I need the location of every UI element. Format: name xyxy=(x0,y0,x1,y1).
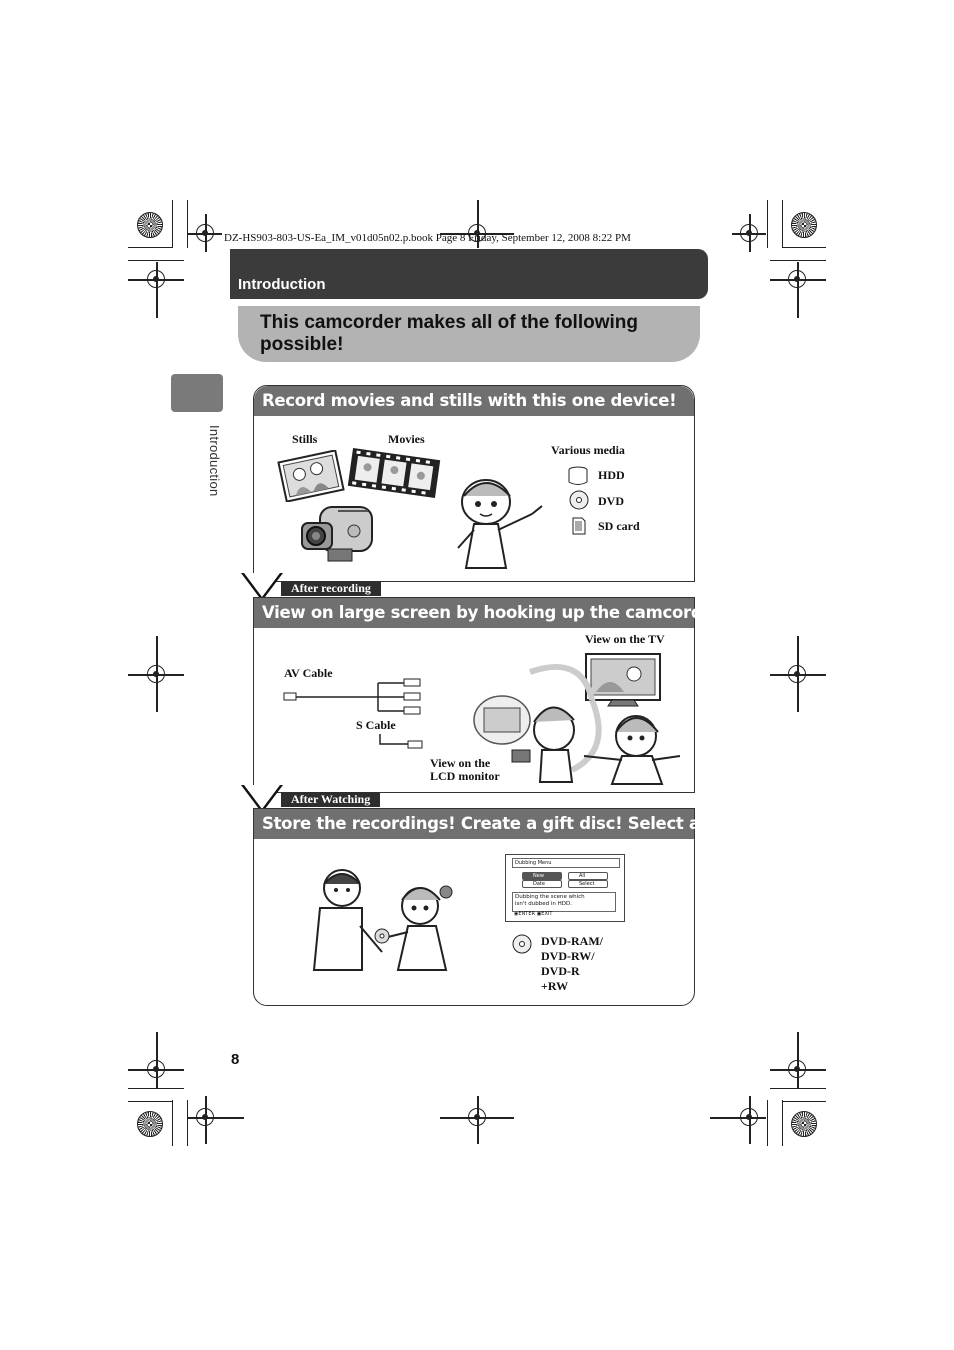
couple-gift-disc-illustration xyxy=(312,869,453,971)
av-cable-label: AV Cable xyxy=(284,666,333,680)
dvd-disc-icon xyxy=(569,490,589,510)
media-sd-card-label: SD card xyxy=(598,519,640,533)
dubbing-message-line1: Dubbing the scene which xyxy=(515,894,585,900)
color-bar-starburst-icon xyxy=(791,212,817,238)
side-label: Introduction xyxy=(202,425,226,505)
dubbing-select-button[interactable]: Select xyxy=(568,880,608,888)
color-bar-starburst-icon xyxy=(137,212,163,238)
side-label-text: Introduction xyxy=(207,425,222,497)
movies-label: Movies xyxy=(388,432,425,446)
film-strip-illustration xyxy=(347,448,441,498)
media-dvd-label: DVD xyxy=(598,494,624,508)
page-subtitle: This camcorder makes all of the followin… xyxy=(260,312,638,355)
subtitle-band: This camcorder makes all of the followin… xyxy=(238,306,700,362)
side-tab xyxy=(171,374,223,412)
dubbing-menu-screen: Dubbing Menu New All Date Select Dubbing… xyxy=(505,854,625,922)
panel-store-heading: Store the recordings! Create a gift disc… xyxy=(254,809,807,839)
girl-pointing-illustration xyxy=(457,479,543,569)
view-on-lcd-label-line1: View on the xyxy=(430,756,491,770)
stills-label: Stills xyxy=(292,432,318,446)
exit-icon: ▣ xyxy=(536,911,542,917)
panel-view-tv-heading: View on large screen by hooking up the c… xyxy=(254,598,798,628)
section-bar: Introduction xyxy=(230,249,708,299)
dubbing-footer: ◉ENTER ▣EXIT xyxy=(514,911,552,917)
s-cable-label: S Cable xyxy=(356,718,396,732)
tv-illustration xyxy=(585,653,661,707)
enter-label: ENTER xyxy=(518,911,535,917)
various-media-title: Various media xyxy=(551,443,625,457)
enter-icon: ◉ xyxy=(514,911,519,917)
hdd-icon xyxy=(568,466,588,485)
view-on-lcd-label-line2: LCD monitor xyxy=(430,769,500,783)
cables-illustration xyxy=(283,678,423,749)
family-watching-illustration xyxy=(473,663,681,785)
after-watching-tag: After Watching xyxy=(281,792,381,807)
disc-type-dvd-rw: DVD-RW/ xyxy=(541,949,595,963)
panel-record-heading: Record movies and stills with this one d… xyxy=(254,386,694,416)
disc-type-dvd-ram: DVD-RAM/ xyxy=(541,934,603,948)
stills-photo-illustration xyxy=(277,450,345,502)
page-number: 8 xyxy=(231,1051,240,1068)
disc-type-plus-rw: +RW xyxy=(541,979,569,993)
dubbing-new-button[interactable]: New xyxy=(522,872,562,880)
color-bar-starburst-icon xyxy=(791,1111,817,1137)
sd-card-icon xyxy=(572,517,586,535)
dubbing-message-line2: isn't dubbed in HDD. xyxy=(515,901,572,907)
view-on-tv-label: View on the TV xyxy=(585,632,665,646)
dubbing-message: Dubbing the scene which isn't dubbed in … xyxy=(512,892,616,912)
dvd-disc-icon xyxy=(512,934,532,954)
camcorder-illustration xyxy=(301,506,373,562)
after-recording-tag: After recording xyxy=(281,581,381,596)
dubbing-menu-title: Dubbing Menu xyxy=(512,858,620,868)
disc-type-dvd-r: DVD-R xyxy=(541,964,580,978)
file-header: DZ-HS903-803-US-Ea_IM_v01d05n02.p.book P… xyxy=(224,232,631,244)
exit-label: EXIT xyxy=(541,911,553,917)
dubbing-date-button[interactable]: Date xyxy=(522,880,562,888)
media-hdd-label: HDD xyxy=(598,468,625,482)
dubbing-all-button[interactable]: All xyxy=(568,872,608,880)
color-bar-starburst-icon xyxy=(137,1111,163,1137)
section-title: Introduction xyxy=(238,276,326,293)
